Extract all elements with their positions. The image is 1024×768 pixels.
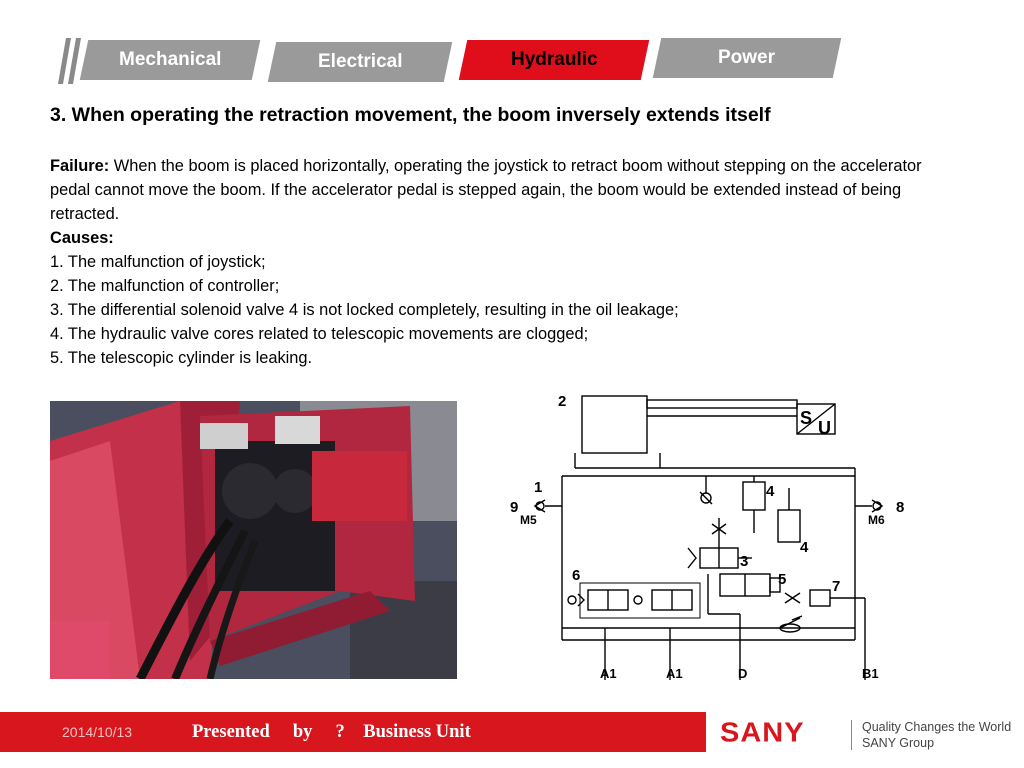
tab-hydraulic[interactable]: Hydraulic [458,40,650,80]
schematic-label: 5 [778,571,786,588]
footer-bar [0,712,706,752]
cause-item: 4. The hydraulic valve cores related to … [50,325,589,343]
body-text: Failure: When the boom is placed horizon… [50,154,930,370]
schematic-label: 4 [800,539,809,556]
cause-item: 2. The malfunction of controller; [50,277,280,295]
schematic-label: 6 [572,567,580,584]
schematic-label: 8 [896,499,904,516]
footer-divider [851,720,852,750]
sany-logo: SANY [720,717,805,749]
causes-heading: Causes: [50,226,930,250]
schematic-label: 9 [510,499,518,516]
schematic-label: M6 [868,513,885,527]
slogan-line-2: SANY Group [862,736,935,750]
schematic-label: A1 [600,666,617,680]
tab-label: Mechanical [118,49,222,70]
tab-electrical[interactable]: Electrical [267,42,453,82]
slogan-line-1: Quality Changes the World [862,720,1012,734]
tab-mechanical[interactable]: Mechanical [79,40,261,80]
schematic-label: A1 [666,666,683,680]
schematic-label: 3 [740,553,748,570]
machine-photo [50,401,457,679]
footer-date: 2014/10/13 [62,724,133,740]
footer-presenter: Presented by ? Business Unit [192,722,471,742]
header-slash-bars-icon [58,38,81,84]
footer-slogan: Quality Changes the World SANY Group [862,719,1011,751]
cause-item: 3. The differential solenoid valve 4 is … [50,301,679,319]
schematic-label: U [818,418,831,438]
schematic-label: M5 [520,513,537,527]
schematic-label: B1 [862,666,879,680]
tab-label: Electrical [317,51,403,72]
schematic-label: 2 [558,393,566,410]
schematic-label: D [738,666,747,680]
tab-power[interactable]: Power [652,38,842,78]
page-title: 3. When operating the retraction movemen… [50,104,771,126]
tab-label: Hydraulic [510,49,598,70]
failure-text: When the boom is placed horizontally, op… [50,157,922,223]
tab-label: Power [718,47,776,68]
schematic-label: 1 [534,479,542,496]
failure-label: Failure: [50,157,110,175]
cause-item: 5. The telescopic cylinder is leaking. [50,349,313,367]
schematic-label: S [800,408,812,428]
schematic-label: 7 [832,578,840,595]
failure-paragraph: Failure: When the boom is placed horizon… [50,154,930,226]
hydraulic-schematic: 2 S U 1 9 M5 8 M6 4 4 3 5 6 7 A1 A1 D B1 [510,393,904,680]
causes-label: Causes: [50,229,114,247]
cause-item: 1. The malfunction of joystick; [50,253,266,271]
schematic-label: 4 [766,483,775,500]
